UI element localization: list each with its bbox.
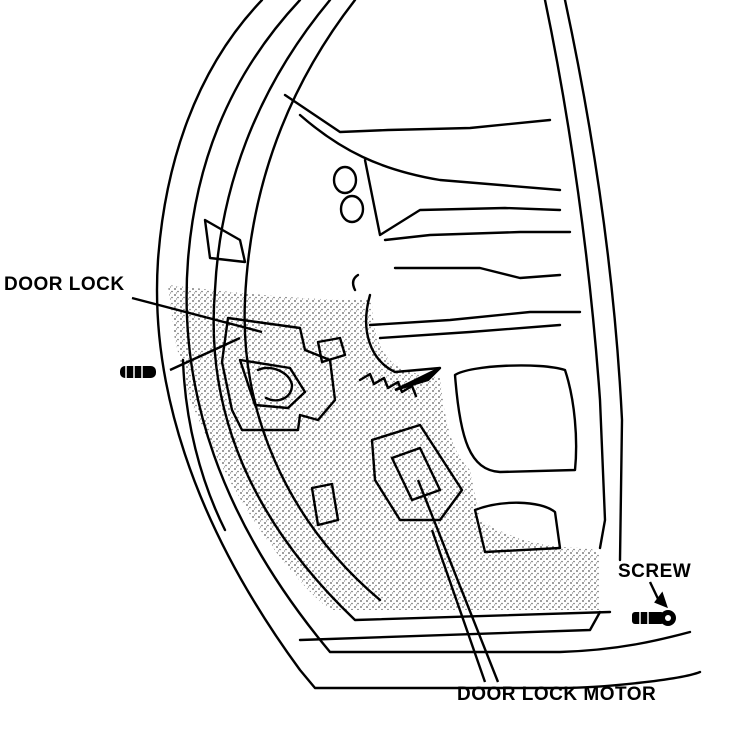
door-lock-label: DOOR LOCK — [4, 274, 125, 295]
spring — [358, 372, 418, 398]
door-lock-motor — [370, 423, 464, 522]
door-lock-detail — [238, 358, 307, 410]
lock-bracket — [316, 336, 347, 364]
access-hole-1 — [332, 165, 358, 195]
small-window — [203, 218, 247, 264]
screw-arrow — [654, 591, 668, 609]
screw-right — [632, 610, 676, 626]
door-inner-edge — [212, 0, 612, 622]
bottom-cutout — [473, 501, 562, 554]
access-hole-2 — [339, 194, 365, 224]
door-lock-body — [220, 316, 337, 432]
upper-panel-ridge-2 — [383, 230, 572, 242]
panel-line-3 — [378, 323, 562, 340]
panel-line-1 — [393, 266, 562, 280]
door-lock-leader-2 — [169, 336, 241, 372]
lower-cutout — [453, 364, 578, 474]
window-frame-line — [283, 93, 552, 134]
inner-panel-right — [543, 0, 607, 550]
screw-label: SCREW — [618, 561, 692, 582]
linkage-rod — [365, 293, 442, 374]
door-outer-edge — [155, 0, 702, 690]
motor-leader — [416, 479, 500, 683]
left-trim — [181, 358, 227, 532]
shaded-panel-region — [168, 285, 600, 610]
window-frame-top — [298, 113, 562, 192]
linkage-rod-2 — [351, 273, 360, 292]
inner-panel-right-2 — [563, 0, 624, 562]
motor-leader-2 — [430, 529, 487, 683]
door-lock-motor-label: DOOR LOCK MOTOR — [457, 684, 657, 705]
door-lock-leader — [131, 296, 263, 334]
bottom-sill — [298, 610, 602, 642]
panel-line-2 — [368, 310, 582, 327]
door-lock-cam — [256, 366, 294, 402]
door-inner-edge-2 — [243, 0, 382, 602]
door-outer-edge-2 — [185, 0, 692, 654]
screw-left — [120, 366, 156, 378]
upper-panel-ridge — [363, 158, 562, 237]
motor-arrow — [394, 366, 441, 392]
lower-latch-tab — [310, 482, 340, 527]
motor-detail — [390, 446, 442, 502]
